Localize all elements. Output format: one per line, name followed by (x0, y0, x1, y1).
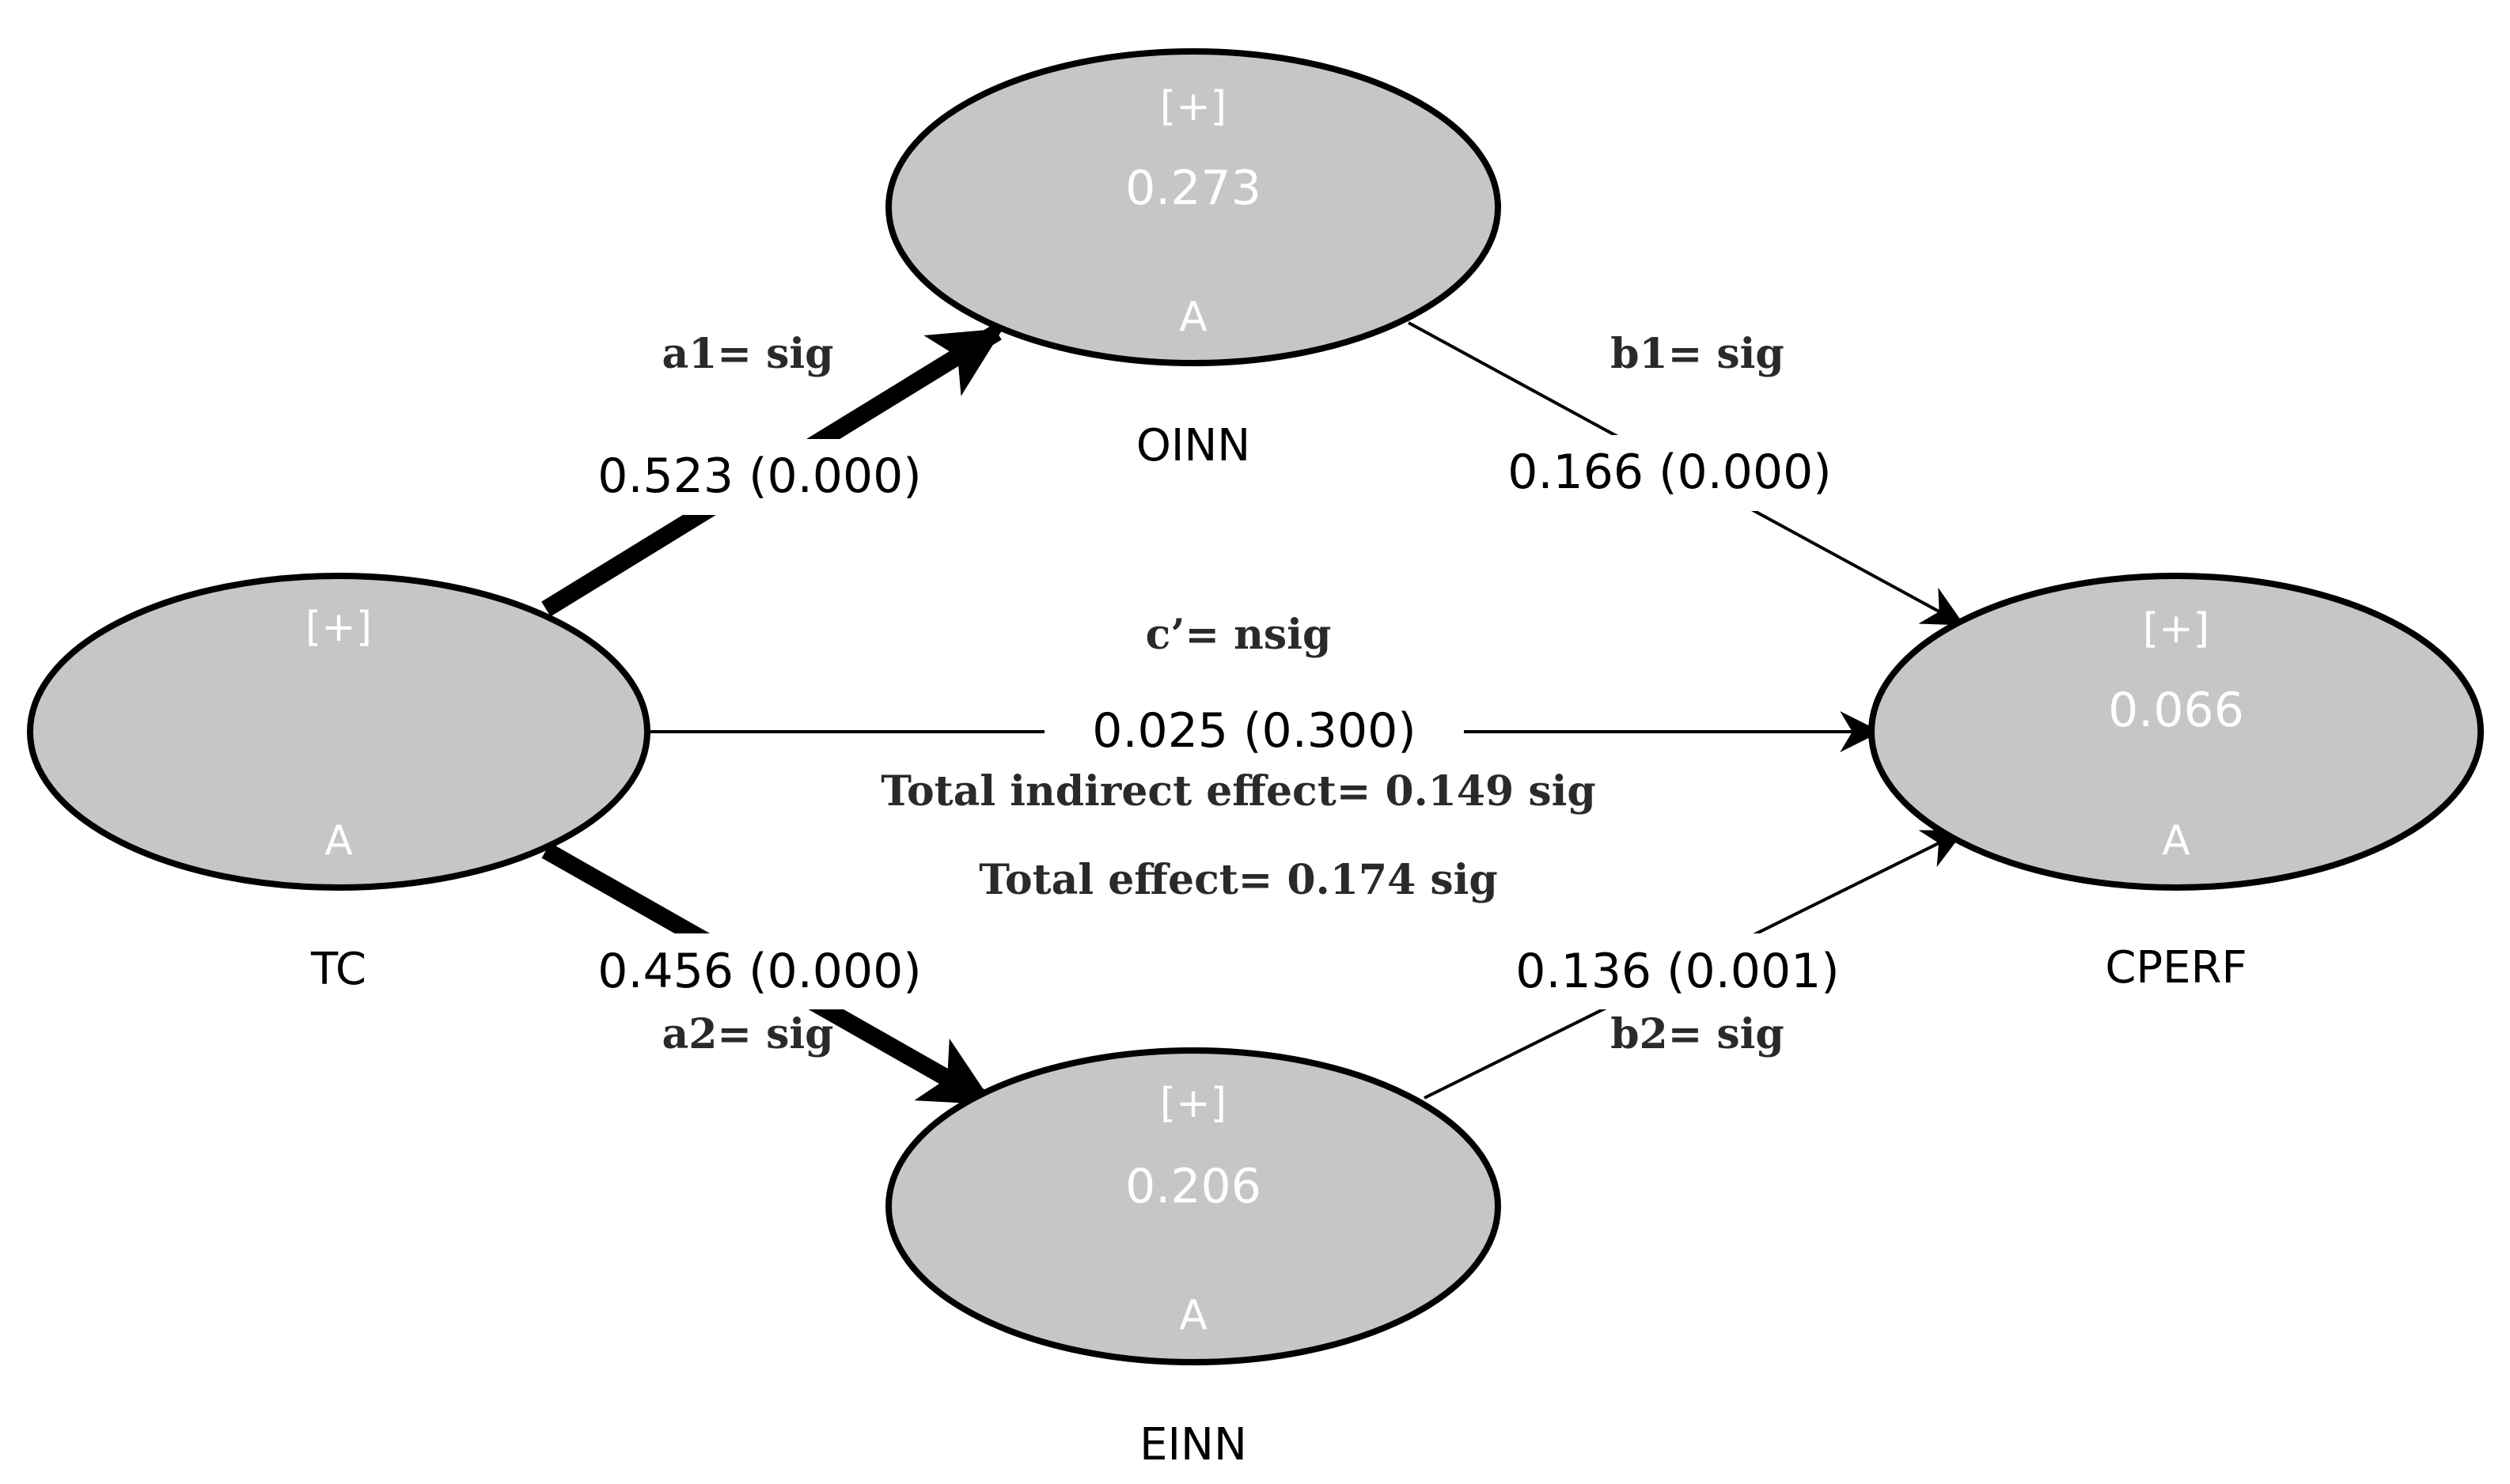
coef-tc-oinn-text: 0.523 (0.000) (597, 449, 921, 504)
node-cperf-name: CPERF (2105, 942, 2246, 994)
node-oinn-ellipse (885, 48, 1501, 366)
node-oinn-name: OINN (1136, 420, 1250, 471)
coef-tc-einn-text: 0.456 (0.000) (597, 944, 921, 999)
sig-b1-label: b1= sig (1610, 330, 1784, 378)
node-oinn: [+] 0.273 A (885, 48, 1501, 366)
sig-a2-label: a2= sig (662, 1010, 834, 1058)
node-tc-expand: [+] (305, 604, 372, 651)
node-tc-ellipse (27, 573, 650, 891)
coef-einn-cperf: 0.136 (0.001) (1472, 933, 1883, 1009)
coef-tc-cperf-text: 0.025 (0.300) (1092, 703, 1416, 759)
node-tc-mode: A (324, 817, 353, 865)
node-tc-name: TC (310, 944, 366, 995)
total-effect-label: Total effect= 0.174 sig (979, 856, 1498, 904)
node-einn-r2: 0.206 (1125, 1159, 1261, 1214)
node-cperf-expand: [+] (2143, 605, 2209, 653)
sig-c-prime-label: c’= nsig (1146, 611, 1332, 659)
node-oinn-mode: A (1179, 293, 1208, 341)
node-cperf-ellipse (1868, 573, 2484, 891)
node-oinn-r2: 0.273 (1125, 161, 1261, 216)
node-einn: [+] 0.206 A (885, 1047, 1501, 1365)
node-oinn-expand: [+] (1160, 83, 1227, 131)
coef-tc-einn: 0.456 (0.000) (554, 933, 965, 1009)
node-einn-mode: A (1179, 1292, 1208, 1339)
coef-oinn-cperf-text: 0.166 (0.000) (1507, 445, 1831, 500)
node-tc: [+] A (27, 573, 650, 891)
node-cperf-mode: A (2162, 817, 2190, 865)
node-einn-ellipse (885, 1047, 1501, 1365)
coef-oinn-cperf: 0.166 (0.000) (1464, 435, 1875, 511)
sig-b2-label: b2= sig (1610, 1010, 1784, 1058)
node-cperf-r2: 0.066 (2108, 683, 2244, 738)
total-indirect-effect-label: Total indirect effect= 0.149 sig (881, 767, 1595, 816)
node-cperf: [+] 0.066 A (1868, 573, 2484, 891)
node-einn-name: EINN (1139, 1419, 1247, 1471)
node-einn-expand: [+] (1160, 1080, 1227, 1127)
coef-einn-cperf-text: 0.136 (0.001) (1515, 944, 1839, 999)
coef-tc-oinn: 0.523 (0.000) (554, 439, 965, 515)
coef-tc-cperf: 0.025 (0.300) (1045, 694, 1464, 770)
sig-a1-label: a1= sig (662, 330, 834, 378)
